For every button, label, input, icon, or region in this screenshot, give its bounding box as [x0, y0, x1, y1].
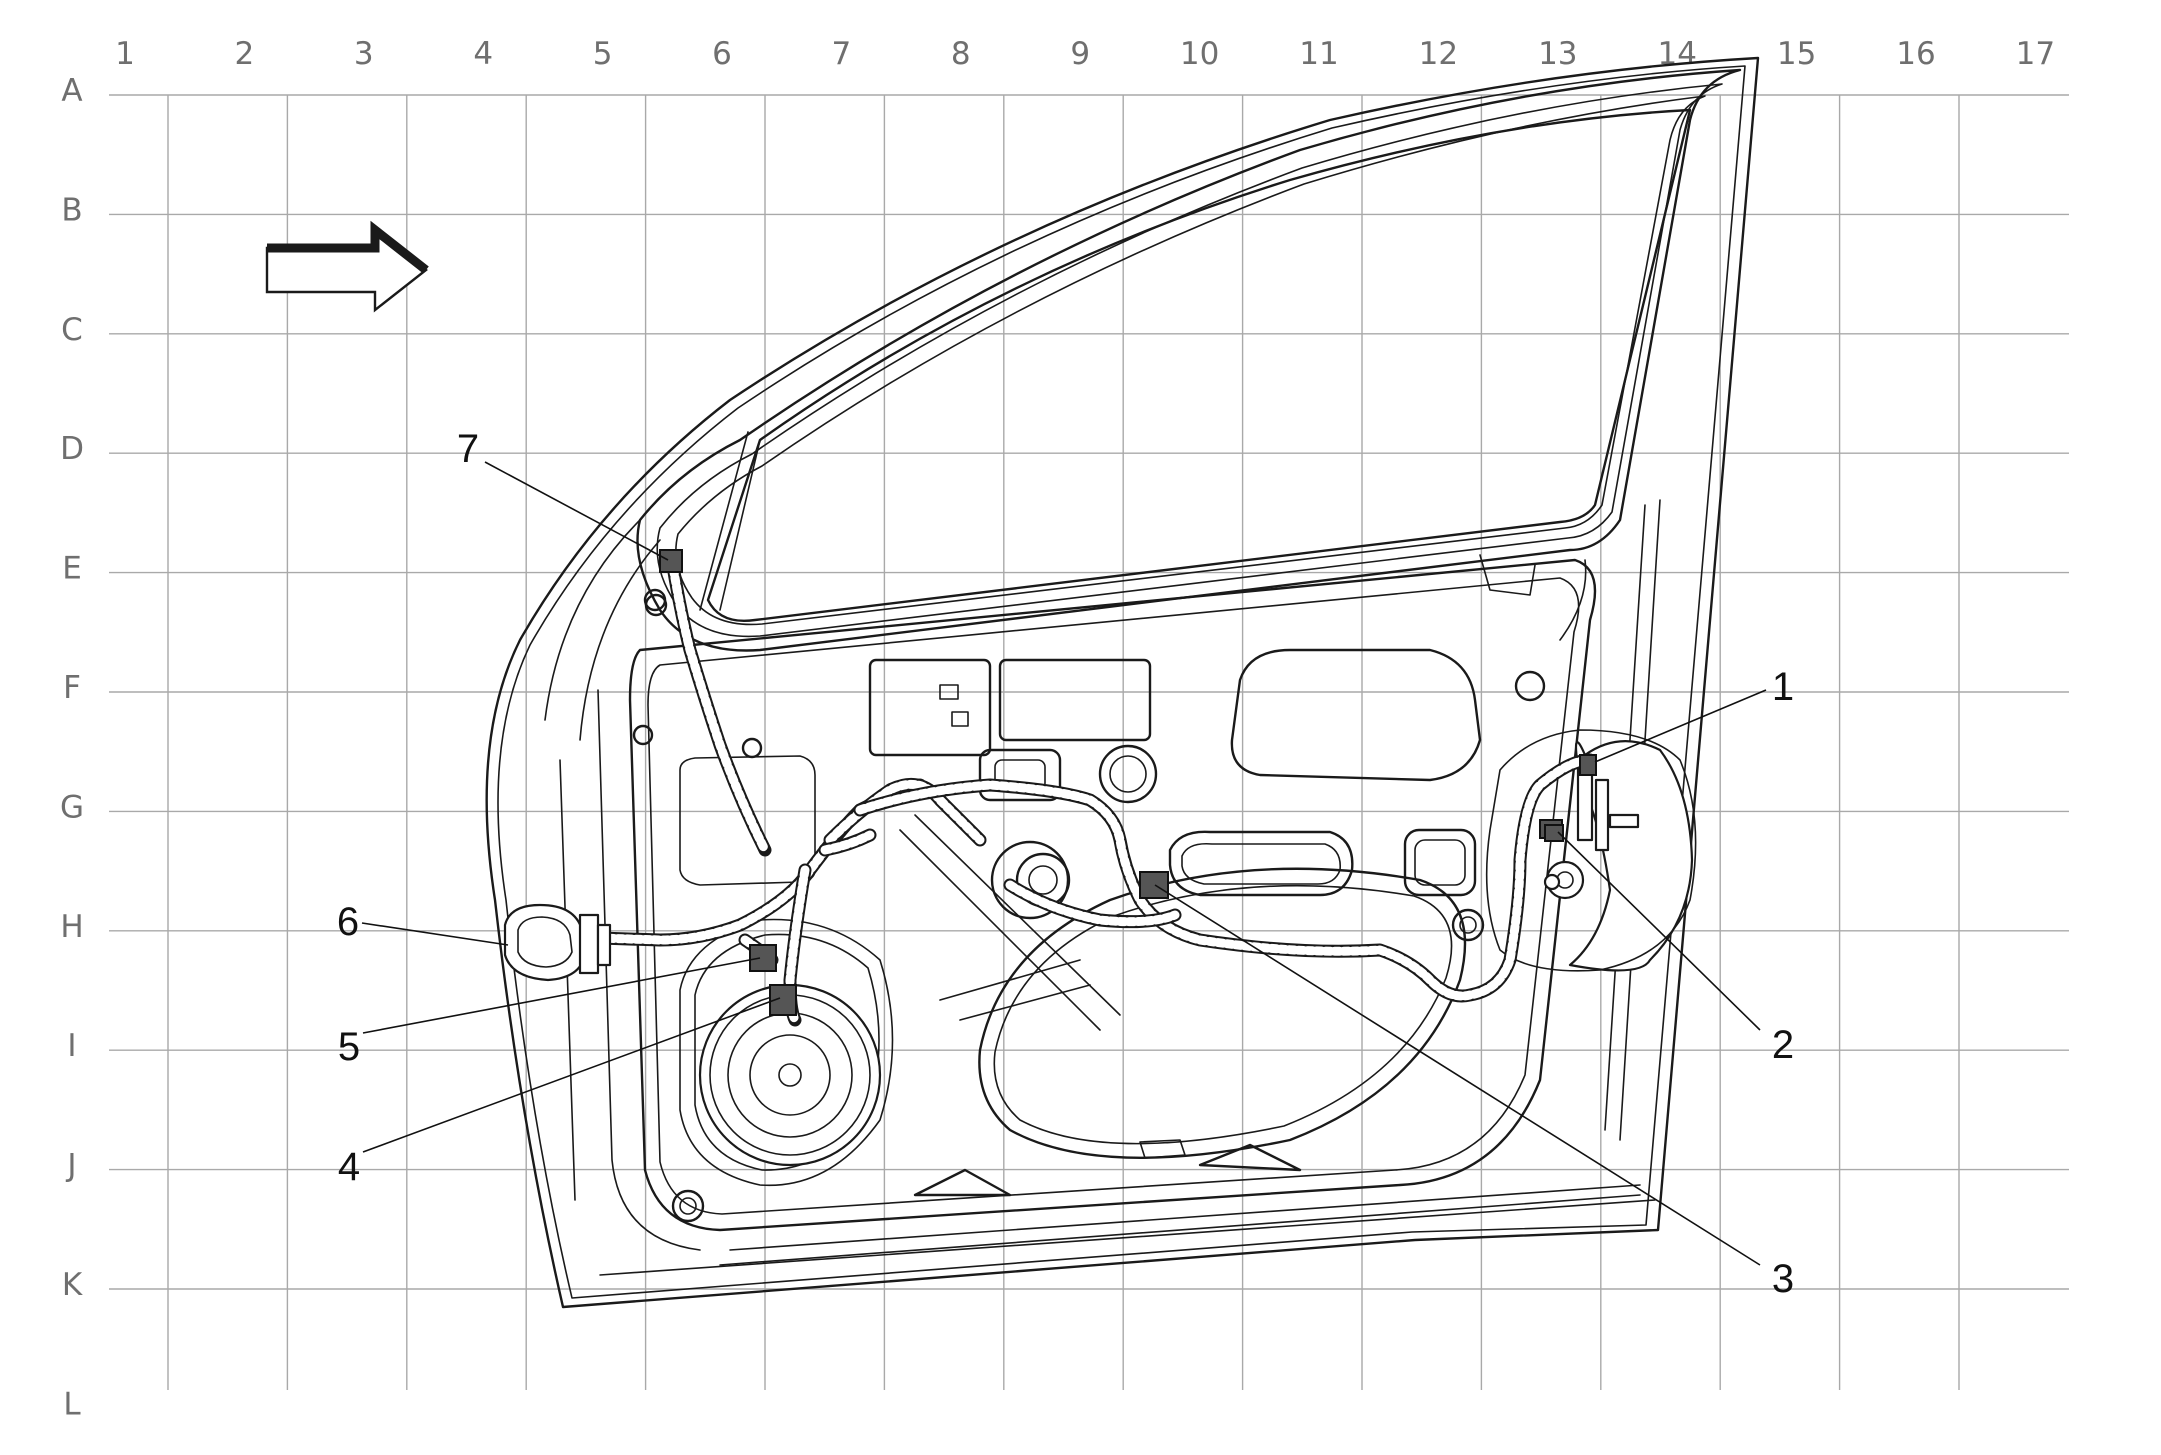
column-header: 11: [1299, 36, 1338, 72]
connector-7: [659, 549, 683, 573]
column-header: 15: [1777, 36, 1816, 72]
connector-1: [1579, 754, 1597, 776]
column-header: 5: [593, 36, 613, 72]
callout-labels: 1 2 3 4 5 6 7: [337, 427, 1794, 1301]
callout-7: 7: [457, 427, 479, 471]
connector-5: [749, 944, 777, 972]
column-header: 10: [1180, 36, 1219, 72]
row-header: H: [60, 909, 83, 945]
forward-arrow-icon: [265, 220, 429, 313]
connector-6: [503, 903, 612, 982]
row-header: F: [63, 670, 81, 706]
grid-lines: [109, 94, 2069, 1390]
column-header: 4: [473, 36, 493, 72]
callout-5: 5: [338, 1025, 360, 1069]
row-header: K: [62, 1267, 83, 1303]
speaker: [698, 983, 882, 1167]
connector-2: [1544, 824, 1564, 842]
row-header: C: [61, 312, 83, 348]
row-header: J: [65, 1148, 76, 1184]
column-header: 13: [1538, 36, 1577, 72]
column-header: 3: [354, 36, 374, 72]
row-header: G: [60, 789, 84, 825]
column-header: 2: [235, 36, 255, 72]
row-header: B: [61, 192, 82, 228]
row-headers: A B C D E F G H I J K L: [60, 73, 84, 1422]
column-header: 9: [1070, 36, 1090, 72]
column-header: 7: [832, 36, 852, 72]
row-header: D: [60, 431, 84, 467]
door-outline: [485, 56, 1760, 1309]
row-header: I: [67, 1028, 76, 1064]
callout-3: 3: [1772, 1257, 1794, 1301]
connectors: [503, 549, 1597, 1016]
row-header: A: [61, 73, 82, 109]
callout-2: 2: [1772, 1023, 1794, 1067]
row-header: E: [62, 551, 82, 587]
row-header: L: [63, 1386, 81, 1422]
column-header: 6: [712, 36, 732, 72]
callout-1: 1: [1772, 665, 1794, 709]
callout-4: 4: [338, 1145, 360, 1189]
connector-3: [1139, 871, 1169, 899]
wiring-harness: [593, 553, 1597, 1027]
column-header: 8: [951, 36, 971, 72]
column-header: 17: [2016, 36, 2055, 72]
callout-6: 6: [337, 900, 359, 944]
leader-lines: [361, 461, 1767, 1266]
column-header: 16: [1896, 36, 1935, 72]
column-header: 14: [1657, 36, 1696, 72]
column-header: 1: [115, 36, 135, 72]
column-header: 12: [1419, 36, 1458, 72]
